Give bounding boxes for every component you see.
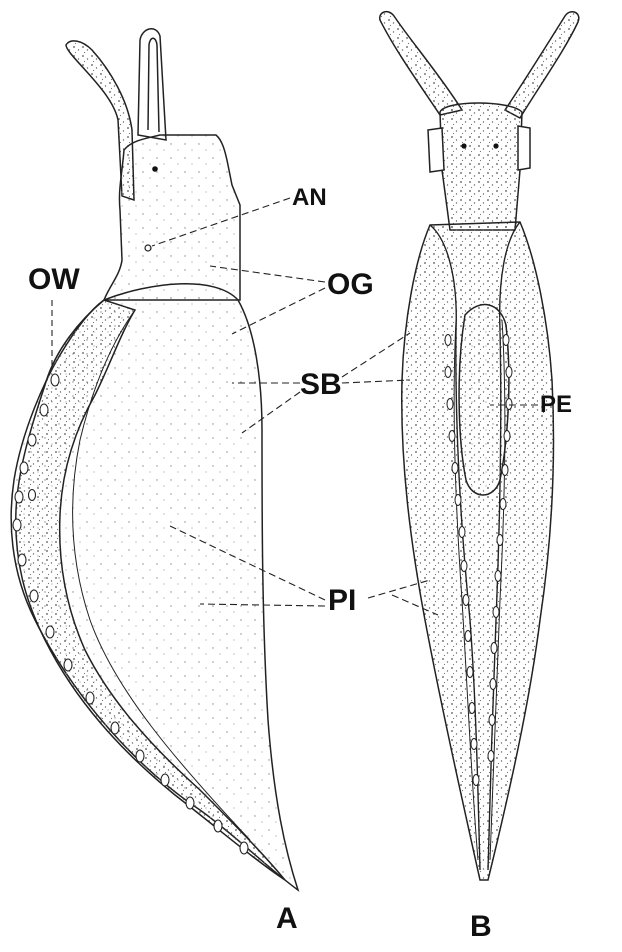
specimen-a bbox=[11, 29, 298, 890]
rhinophore-right-a bbox=[138, 29, 166, 140]
head-a bbox=[104, 135, 240, 300]
label-an: AN bbox=[292, 186, 327, 210]
label-pe: PE bbox=[540, 393, 572, 417]
rhinophore-left-b bbox=[380, 12, 462, 115]
specimen-b bbox=[380, 12, 579, 880]
label-ow: OW bbox=[28, 265, 80, 295]
rhinophore-right-b bbox=[505, 12, 579, 118]
pericardium-b bbox=[459, 305, 509, 495]
head-b bbox=[440, 103, 522, 230]
label-pi: PI bbox=[328, 586, 356, 616]
label-panel-b: B bbox=[470, 912, 492, 942]
label-og: OG bbox=[327, 270, 374, 300]
label-panel-a: A bbox=[276, 904, 298, 934]
label-sb: SB bbox=[300, 370, 342, 400]
